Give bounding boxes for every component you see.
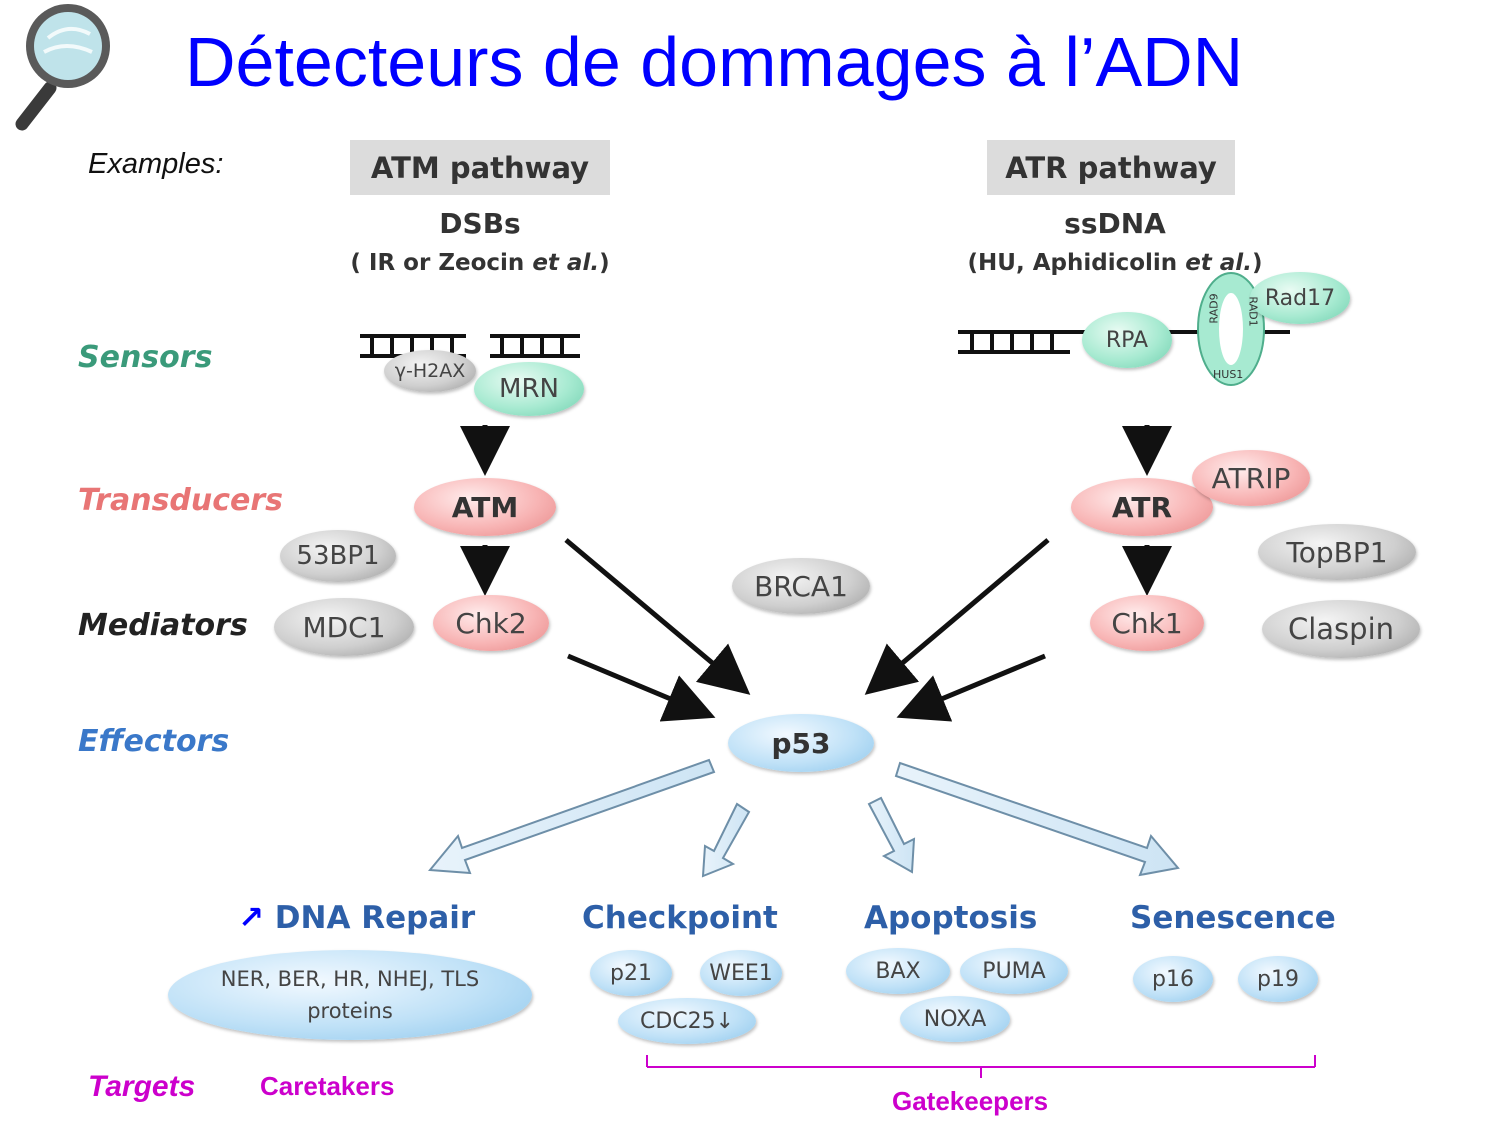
protein-hus1: HUS1 bbox=[1213, 368, 1244, 381]
protein-brca1: BRCA1 bbox=[732, 558, 870, 614]
outcome-arrows bbox=[428, 758, 1180, 878]
level-mediators: Mediators bbox=[78, 608, 248, 643]
target-bax: BAX bbox=[846, 948, 950, 994]
protein-mdc1: MDC1 bbox=[274, 598, 414, 656]
protein-rad17: Rad17 bbox=[1250, 272, 1350, 324]
atr-agents-label: (HU, Aphidicolin et al.) bbox=[967, 250, 1263, 276]
outcome-apoptosis: Apoptosis bbox=[864, 900, 1038, 936]
level-transducers: Transducers bbox=[78, 483, 284, 518]
signal-arrows bbox=[460, 425, 1172, 722]
atr-damage-label: ssDNA bbox=[1064, 207, 1166, 240]
page-title: Détecteurs de dommages à l’ADN bbox=[185, 23, 1244, 101]
magnifying-glass-icon bbox=[15, 4, 110, 131]
target-puma: PUMA bbox=[960, 948, 1068, 994]
protein-atr: ATR bbox=[1071, 478, 1213, 536]
target-noxa: NOXA bbox=[900, 996, 1010, 1042]
protein-rad1: RAD1 bbox=[1246, 296, 1260, 327]
protein-topbp1: TopBP1 bbox=[1258, 524, 1416, 580]
target-wee1: WEE1 bbox=[700, 950, 782, 996]
target-p21: p21 bbox=[590, 950, 672, 996]
protein-claspin: Claspin bbox=[1262, 600, 1420, 658]
target-cdc25: CDC25↓ bbox=[618, 998, 756, 1044]
examples-label: Examples: bbox=[88, 148, 224, 180]
protein-atrip: ATRIP bbox=[1192, 450, 1310, 506]
atm-damage-label: DSBs bbox=[439, 207, 521, 240]
outcome-dna-repair: ↗ DNA Repair bbox=[238, 900, 476, 936]
protein-atm: ATM bbox=[414, 478, 556, 536]
protein-rad9: RAD9 bbox=[1207, 293, 1221, 324]
target-p19: p19 bbox=[1238, 956, 1318, 1002]
protein-mrn: MRN bbox=[474, 362, 584, 416]
outcome-senescence: Senescence bbox=[1130, 900, 1336, 936]
protein-p53: p53 bbox=[728, 714, 874, 772]
rad9-rad1-hus1-clamp bbox=[1197, 272, 1265, 386]
target-p16: p16 bbox=[1133, 956, 1213, 1002]
protein-chk1: Chk1 bbox=[1090, 595, 1204, 651]
target-repair-proteins: NER, BER, HR, NHEJ, TLS proteins bbox=[168, 950, 532, 1040]
atm-pathway-header: ATM pathway bbox=[350, 140, 610, 195]
protein-rpa: RPA bbox=[1082, 312, 1172, 368]
protein-h2ax: γ-H2AX bbox=[384, 350, 476, 392]
protein-53bp1: 53BP1 bbox=[280, 530, 396, 582]
footer-gatekeepers: Gatekeepers bbox=[892, 1086, 1049, 1116]
level-sensors: Sensors bbox=[78, 340, 213, 375]
level-effectors: Effectors bbox=[78, 724, 230, 759]
atm-agents-label: ( IR or Zeocin et al.) bbox=[350, 250, 610, 276]
gatekeepers-brace bbox=[646, 1055, 1316, 1078]
up-arrow-icon: ↗ bbox=[238, 900, 264, 936]
outcome-checkpoint: Checkpoint bbox=[582, 900, 778, 936]
footer-caretakers: Caretakers bbox=[260, 1071, 395, 1101]
atr-pathway-header: ATR pathway bbox=[987, 140, 1235, 195]
dsb-dna-icon bbox=[360, 334, 580, 358]
protein-chk2: Chk2 bbox=[433, 595, 549, 651]
footer-targets: Targets bbox=[88, 1070, 196, 1103]
